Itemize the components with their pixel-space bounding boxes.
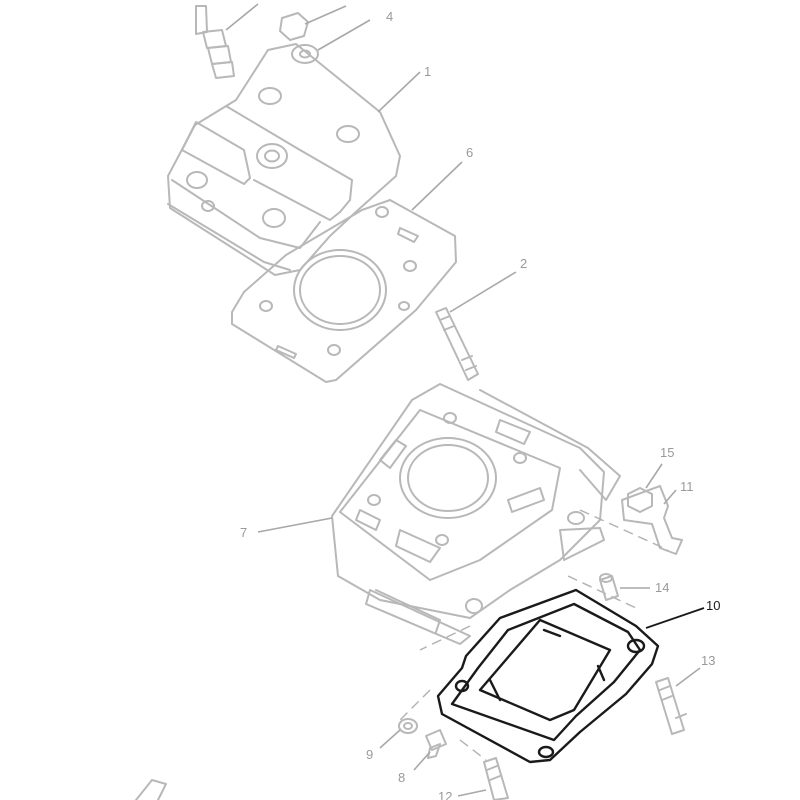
callout-4: 4 [386,9,393,24]
nut-part-15[interactable] [627,463,663,513]
cap-nut[interactable] [279,5,347,41]
callout-2: 2 [520,256,527,271]
callout-14: 14 [655,580,669,595]
callout-11: 11 [680,479,694,494]
alignment-line [399,689,431,721]
stud-bolt-part-2[interactable] [435,271,517,381]
partial-part-bottom-left [135,779,167,800]
head-gasket-part-6[interactable] [231,161,463,383]
alignment-line [419,625,471,651]
bracket-part-11[interactable] [621,485,683,555]
cylinder-base-gasket-part-10[interactable] [436,588,705,764]
alignment-line [579,509,669,551]
alignment-line [567,575,637,609]
washer-part-9[interactable] [379,718,418,749]
dowel-pin-part-14[interactable] [599,573,650,601]
callout-7: 7 [240,525,247,540]
callout-13: 13 [701,653,715,668]
spark-plug[interactable] [195,3,259,79]
alignment-line [459,739,487,761]
callout-9: 9 [366,747,373,762]
stud-part-12[interactable] [457,757,509,800]
washer-part-4[interactable] [291,19,371,64]
cylinder-head-part-1[interactable] [167,43,421,276]
callout-8: 8 [398,770,405,785]
callout-12: 12 [438,789,452,800]
callout-1: 1 [424,64,431,79]
callout-15: 15 [660,445,674,460]
callout-6: 6 [466,145,473,160]
stud-part-13[interactable] [655,667,701,735]
callout-10: 10 [706,598,720,613]
bolt-part-8[interactable] [413,729,447,771]
cylinder-part-7[interactable] [257,383,621,645]
